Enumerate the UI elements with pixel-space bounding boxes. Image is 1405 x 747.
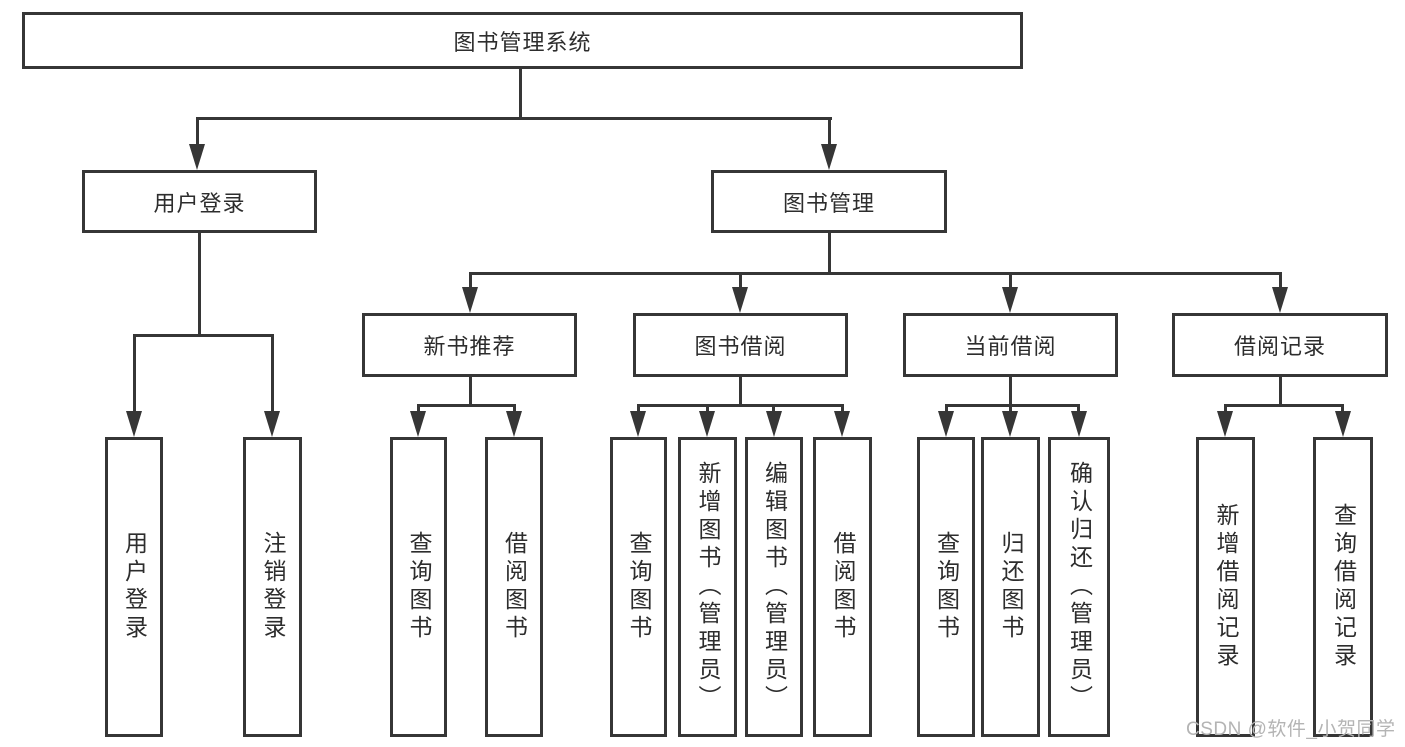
leaf-records-add-record: 新增借阅记录 [1196,437,1255,737]
leaf-current-query-books: 查询图书 [917,437,975,737]
connector-to-borrow-records [1279,272,1282,294]
node-book-borrowing: 图书借阅 [633,313,848,377]
leaf-borrow-add-books-admin: 新增图书（管理员） [678,437,737,737]
connector-to-book-borrow [739,272,742,294]
arrowhead-bb-query [630,411,646,437]
node-new-book-recommend: 新书推荐 [362,313,577,377]
node-user-login-label: 用户登录 [153,190,246,216]
arrowhead-leaf-logout [264,411,280,437]
connector-level2-bus [196,117,832,120]
connector-user-login-stem [198,233,201,336]
connector-current-borrow-stem [1009,377,1012,407]
arrowhead-bb-add [699,411,715,437]
arrowhead-cb-query [938,411,954,437]
arrowhead-new-book [462,287,478,313]
node-book-borrowing-label: 图书借阅 [694,334,787,359]
leaf-borrow-query-books-label: 查询图书 [626,531,652,643]
connector-current-borrow-bus [945,404,1080,407]
leaf-user-login: 用户登录 [105,437,163,737]
arrowhead-br-add [1217,411,1233,437]
leaf-user-login-label: 用户登录 [121,531,148,643]
connector-to-book-management [828,117,831,147]
arrowhead-cb-confirm [1071,411,1087,437]
arrowhead-bb-edit [766,411,782,437]
arrowhead-current-borrow [1002,287,1018,313]
leaf-current-confirm-return-admin-label: 确认归还（管理员） [1066,461,1093,713]
connector-to-new-book [469,272,472,294]
arrowhead-book-management [821,144,837,170]
leaf-newrec-query-books: 查询图书 [390,437,447,737]
connector-new-book-bus [417,404,516,407]
arrowhead-book-borrow [732,287,748,313]
arrowhead-user-login [189,144,205,170]
arrowhead-nr-borrow [506,411,522,437]
leaf-current-query-books-label: 查询图书 [933,531,960,643]
leaf-borrow-query-books: 查询图书 [610,437,667,737]
leaf-current-return-books-label: 归还图书 [998,531,1024,643]
connector-root-stem [519,69,522,119]
arrowhead-br-query [1335,411,1351,437]
arrowhead-nr-query [410,411,426,437]
leaf-borrow-edit-books-admin-label: 编辑图书（管理员） [761,461,788,713]
connector-to-leaf-login [133,334,136,414]
connector-book-management-stem [828,233,831,275]
leaf-newrec-borrow-books: 借阅图书 [485,437,543,737]
leaf-current-return-books: 归还图书 [981,437,1040,737]
leaf-logout: 注销登录 [243,437,302,737]
connector-to-user-login [196,117,199,147]
connector-user-login-bus [133,334,274,337]
node-borrow-records: 借阅记录 [1172,313,1388,377]
node-library-system: 图书管理系统 [22,12,1023,69]
arrowhead-cb-return [1002,411,1018,437]
connector-borrow-records-bus [1224,404,1344,407]
node-user-login: 用户登录 [82,170,317,233]
node-current-borrowing: 当前借阅 [903,313,1118,377]
node-library-system-label: 图书管理系统 [453,29,592,55]
node-book-management-label: 图书管理 [782,190,875,216]
connector-book-borrow-bus [637,404,843,407]
leaf-borrow-borrow-books: 借阅图书 [813,437,872,737]
leaf-records-add-record-label: 新增借阅记录 [1213,503,1239,671]
connector-to-leaf-logout [271,334,274,414]
node-current-borrowing-label: 当前借阅 [964,334,1057,359]
arrowhead-bb-borrow [834,411,850,437]
csdn-watermark-text: CSDN @软件_小贺同学 [1186,719,1396,740]
leaf-newrec-query-books-label: 查询图书 [406,531,432,643]
leaf-logout-label: 注销登录 [260,531,286,643]
arrowhead-borrow-records [1272,287,1288,313]
leaf-borrow-add-books-admin-label: 新增图书（管理员） [695,461,721,713]
connector-new-book-stem [469,377,472,407]
node-borrow-records-label: 借阅记录 [1233,334,1326,359]
leaf-borrow-borrow-books-label: 借阅图书 [830,531,856,643]
connector-level3-bus [469,272,1282,275]
leaf-current-confirm-return-admin: 确认归还（管理员） [1048,437,1110,737]
node-new-book-recommend-label: 新书推荐 [423,334,516,359]
connector-book-borrow-stem [739,377,742,407]
leaf-borrow-edit-books-admin: 编辑图书（管理员） [745,437,803,737]
arrowhead-leaf-login [126,411,142,437]
leaf-records-query-record: 查询借阅记录 [1313,437,1373,737]
connector-borrow-records-stem [1279,377,1282,407]
node-book-management: 图书管理 [711,170,947,233]
csdn-watermark: CSDN @软件_小贺同学 [1186,714,1395,741]
leaf-newrec-borrow-books-label: 借阅图书 [501,531,528,643]
connector-to-current-borrow [1009,272,1012,294]
leaf-records-query-record-label: 查询借阅记录 [1330,503,1357,671]
